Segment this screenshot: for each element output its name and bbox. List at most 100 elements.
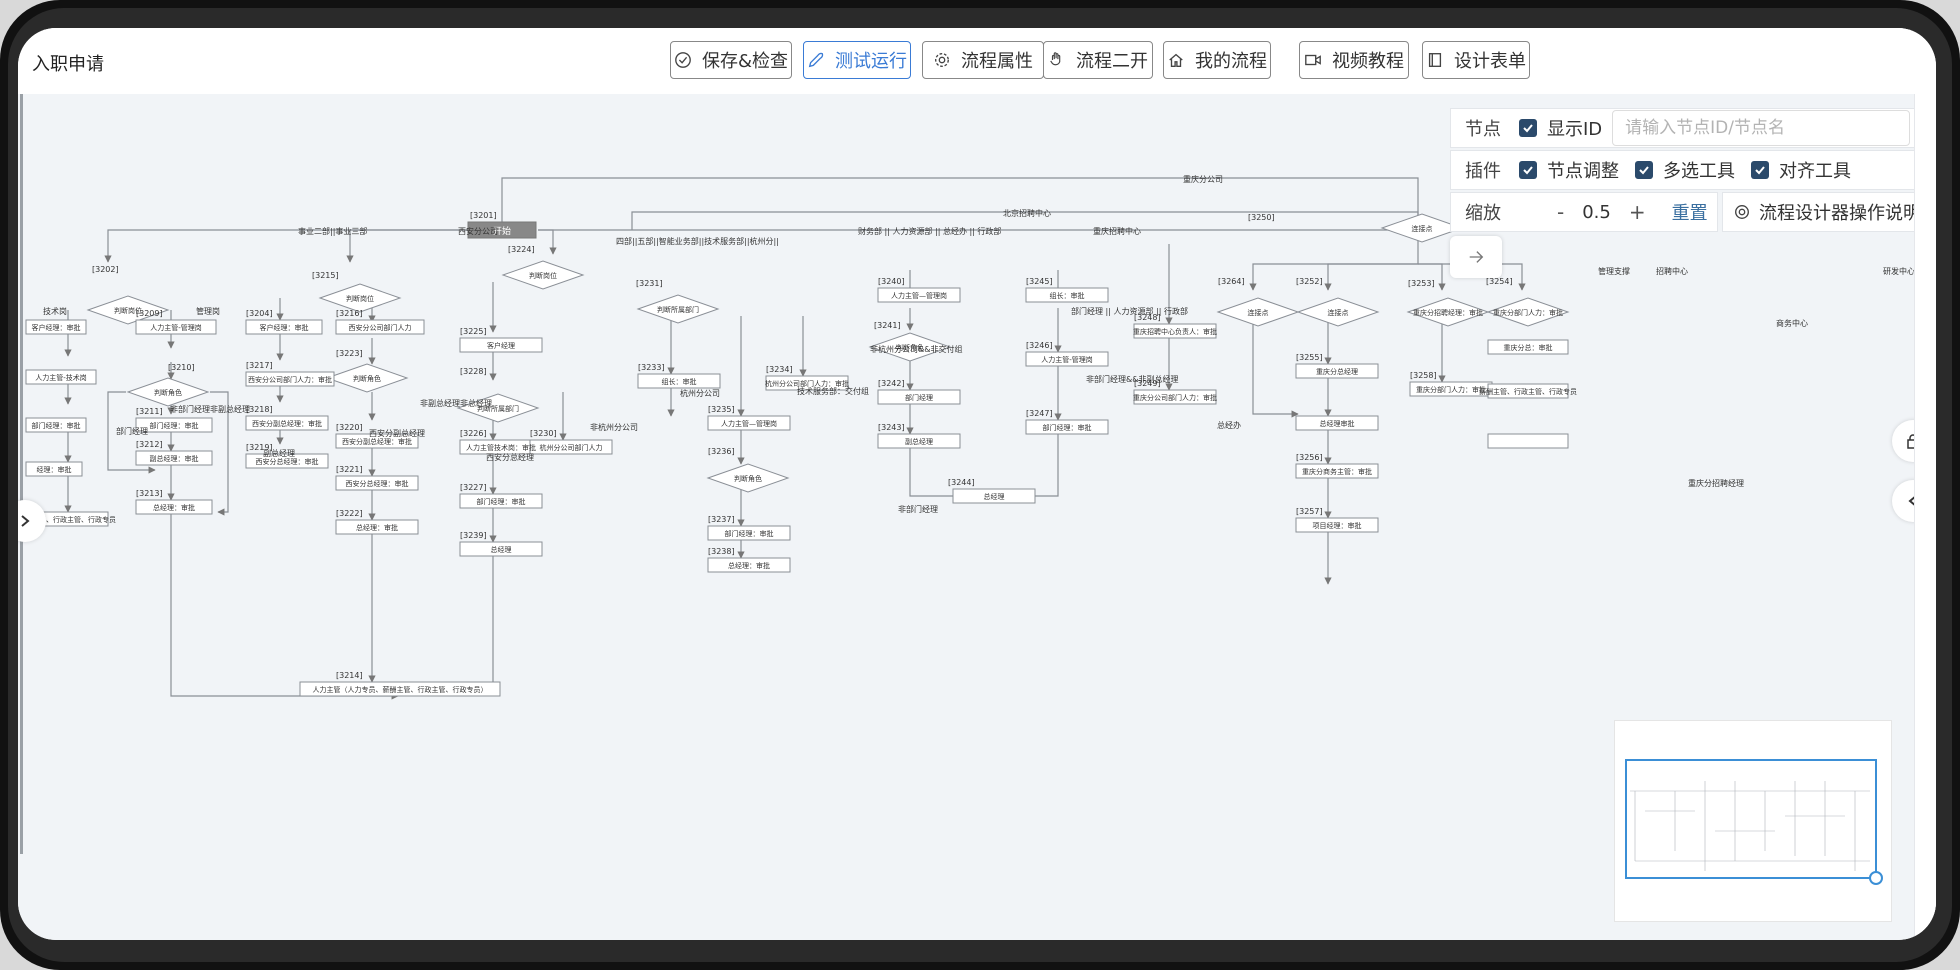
flow-node[interactable] <box>245 371 335 387</box>
minimap-viewport[interactable] <box>1625 759 1877 879</box>
flow-node[interactable] <box>25 461 83 477</box>
flow-node[interactable] <box>529 439 613 455</box>
show-id-checkbox[interactable] <box>1519 119 1537 137</box>
flow-decision[interactable] <box>126 377 210 407</box>
flow-node[interactable] <box>135 450 213 466</box>
zoom-reset-button[interactable]: 重置 <box>1671 203 1708 224</box>
design-form-button[interactable]: 设计表单 <box>1422 41 1530 79</box>
flow-decision[interactable] <box>706 463 790 493</box>
svg-text:判断岗位: 判断岗位 <box>346 294 374 303</box>
svg-text:重庆分部门人力：审批: 重庆分部门人力：审批 <box>1493 308 1563 317</box>
align-tool-checkbox[interactable] <box>1751 161 1769 179</box>
flow-node[interactable] <box>1025 351 1109 367</box>
flow-node[interactable] <box>1295 415 1379 431</box>
flow-decision[interactable] <box>868 332 952 362</box>
zoom-out-button[interactable]: - <box>1557 200 1565 224</box>
zoom-in-button[interactable]: + <box>1628 200 1646 224</box>
flow-node[interactable] <box>952 488 1036 504</box>
flow-node[interactable] <box>245 453 329 469</box>
flow-node[interactable] <box>459 541 543 557</box>
flow-node[interactable] <box>459 493 543 509</box>
flow-node[interactable] <box>877 389 961 405</box>
flow-node[interactable] <box>459 337 543 353</box>
flow-properties-button[interactable]: 流程属性 <box>922 41 1044 79</box>
flow-node[interactable] <box>467 221 537 239</box>
svg-text:判断角色: 判断角色 <box>896 343 924 352</box>
flow-node[interactable] <box>1487 383 1569 399</box>
flow-decision[interactable] <box>1296 297 1380 327</box>
svg-text:管理支撑: 管理支撑 <box>1598 266 1630 276</box>
flow-node[interactable] <box>335 319 425 335</box>
help-button[interactable]: 流程设计器操作说明 <box>1722 192 1924 232</box>
minimap-resize-handle[interactable] <box>1869 871 1883 885</box>
flow-node[interactable] <box>1133 323 1217 339</box>
svg-text:[3234]: [3234] <box>766 365 793 374</box>
flow-node[interactable] <box>707 525 791 541</box>
flow-node[interactable] <box>637 373 721 389</box>
svg-text:[3209]: [3209] <box>136 309 163 318</box>
flow-decision[interactable] <box>1486 297 1570 327</box>
flow-decision[interactable] <box>501 260 585 290</box>
svg-text:总经理：审批: 总经理：审批 <box>153 503 195 512</box>
flow-secondary-dev-button[interactable]: 流程二开 <box>1043 41 1153 79</box>
plugin-panel: 插件 节点调整 多选工具 对齐工具 <box>1450 150 1924 190</box>
flow-node[interactable] <box>25 417 87 433</box>
svg-text:非杭州分公司&&非交付组: 非杭州分公司&&非交付组 <box>870 344 962 354</box>
svg-text:[3242]: [3242] <box>878 379 905 388</box>
flow-node[interactable] <box>1133 389 1217 405</box>
node-adjust-checkbox[interactable] <box>1519 161 1537 179</box>
flow-node[interactable] <box>1025 287 1109 303</box>
svg-text:人力主管-技术岗: 人力主管-技术岗 <box>35 373 87 382</box>
node-search-input[interactable] <box>1612 110 1911 146</box>
flow-node[interactable] <box>335 433 419 449</box>
flow-node[interactable] <box>1295 463 1379 479</box>
flow-decision[interactable] <box>636 294 720 324</box>
collapse-panel-button[interactable] <box>1450 236 1502 278</box>
svg-text:[3249]: [3249] <box>1134 379 1161 388</box>
flow-decision[interactable] <box>318 283 402 313</box>
hand-icon <box>1050 52 1061 66</box>
minimap[interactable] <box>1614 720 1892 922</box>
canvas-scrollbar[interactable] <box>20 94 23 854</box>
svg-text:判断岗位: 判断岗位 <box>114 306 142 315</box>
flow-decision[interactable] <box>325 363 409 393</box>
flow-node[interactable] <box>1487 339 1569 355</box>
svg-text:西安分公司: 西安分公司 <box>458 226 498 236</box>
flow-node[interactable] <box>707 557 791 573</box>
svg-text:开始: 开始 <box>493 225 511 237</box>
right-scroll-strip[interactable] <box>1914 94 1936 940</box>
svg-text:非部门经理&&非副总经理: 非部门经理&&非副总经理 <box>1086 374 1178 384</box>
flow-node[interactable] <box>1025 419 1109 435</box>
svg-text:事业二部||事业三部: 事业二部||事业三部 <box>298 226 367 236</box>
flow-node[interactable] <box>135 499 213 515</box>
flow-node[interactable] <box>25 369 97 385</box>
my-flows-button[interactable]: 我的流程 <box>1163 41 1271 79</box>
flow-node[interactable] <box>1487 433 1569 449</box>
svg-text:总经理: 总经理 <box>491 545 512 554</box>
test-run-button[interactable]: 测试运行 <box>803 41 911 79</box>
svg-text:判断角色: 判断角色 <box>154 388 182 397</box>
flow-node[interactable] <box>1295 363 1379 379</box>
flow-node[interactable] <box>135 417 213 433</box>
minimap-preview <box>1630 781 1870 871</box>
flow-node[interactable] <box>245 319 323 335</box>
flow-canvas[interactable]: 开始 [3201] 判断岗位 判断岗位 <box>18 94 1936 940</box>
flow-node[interactable] <box>335 519 419 535</box>
flow-node[interactable] <box>877 433 961 449</box>
flow-node[interactable] <box>299 681 501 697</box>
multi-select-checkbox[interactable] <box>1635 161 1653 179</box>
flow-node[interactable] <box>877 287 961 303</box>
flow-diagram[interactable]: 开始 [3201] 判断岗位 判断岗位 <box>18 94 1914 940</box>
flow-node[interactable] <box>135 319 217 335</box>
flow-node[interactable] <box>245 415 329 431</box>
save-check-button[interactable]: 保存&检查 <box>670 41 792 79</box>
flow-node[interactable] <box>335 475 419 491</box>
svg-text:[3250]: [3250] <box>1248 213 1275 222</box>
flow-node[interactable] <box>707 415 791 431</box>
flow-decision[interactable] <box>86 295 170 325</box>
video-tutorial-button[interactable]: 视频教程 <box>1299 41 1409 79</box>
flow-node[interactable] <box>1295 517 1379 533</box>
flow-decision[interactable] <box>456 393 540 423</box>
flow-node[interactable] <box>765 375 849 391</box>
flow-node[interactable] <box>25 319 87 335</box>
